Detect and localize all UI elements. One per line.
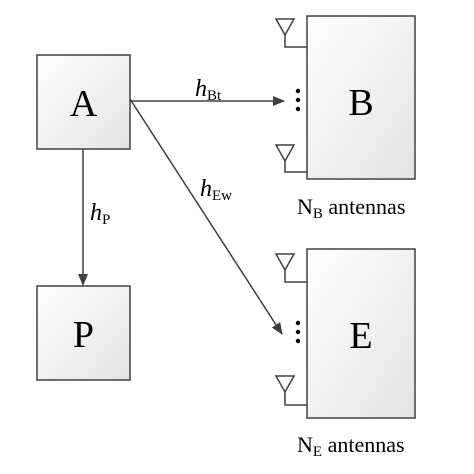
node-p-box [36,285,131,381]
node-e-box [306,248,416,419]
node-b-antennas-caption: NB antennas [297,194,405,222]
node-a: A [36,54,131,150]
edge-label-a-p: hP [90,200,110,228]
edge-a-e [129,98,283,335]
node-e-antennas-caption: NE antennas [297,432,405,460]
edge-label-a-b: hBt [195,76,222,104]
node-b-box [306,15,416,180]
ellipsis-e [295,320,301,344]
node-e-label: E [349,315,372,357]
node-b-antennas-suffix: antennas [323,194,405,219]
edge-label-a-p-sub: P [102,212,110,228]
ellipsis-b [295,88,301,112]
edge-label-a-e: hEw [200,176,232,204]
node-b: B [306,15,416,180]
node-b-antennas-main: N [297,194,313,219]
node-p-label: P [73,314,94,356]
node-e-antennas-sub: E [313,444,322,460]
edge-label-a-b-sub: Bt [207,88,222,104]
antenna-e-top [274,253,307,283]
node-e: E [306,248,416,419]
node-a-box [36,54,131,150]
node-e-antennas-suffix: antennas [322,432,404,457]
node-b-label: B [348,82,373,124]
edge-label-a-b-main: h [195,76,207,102]
node-a-label: A [70,83,98,125]
edge-label-a-p-main: h [90,200,102,226]
node-b-antennas-sub: B [313,206,323,222]
edge-label-a-e-sub: Ew [212,188,232,204]
edge-label-a-e-main: h [200,176,212,202]
antenna-e-bottom [274,375,307,406]
antenna-b-bottom [274,144,307,173]
antenna-b-top [274,18,307,48]
node-p: P [36,285,131,381]
node-e-antennas-main: N [297,432,313,457]
